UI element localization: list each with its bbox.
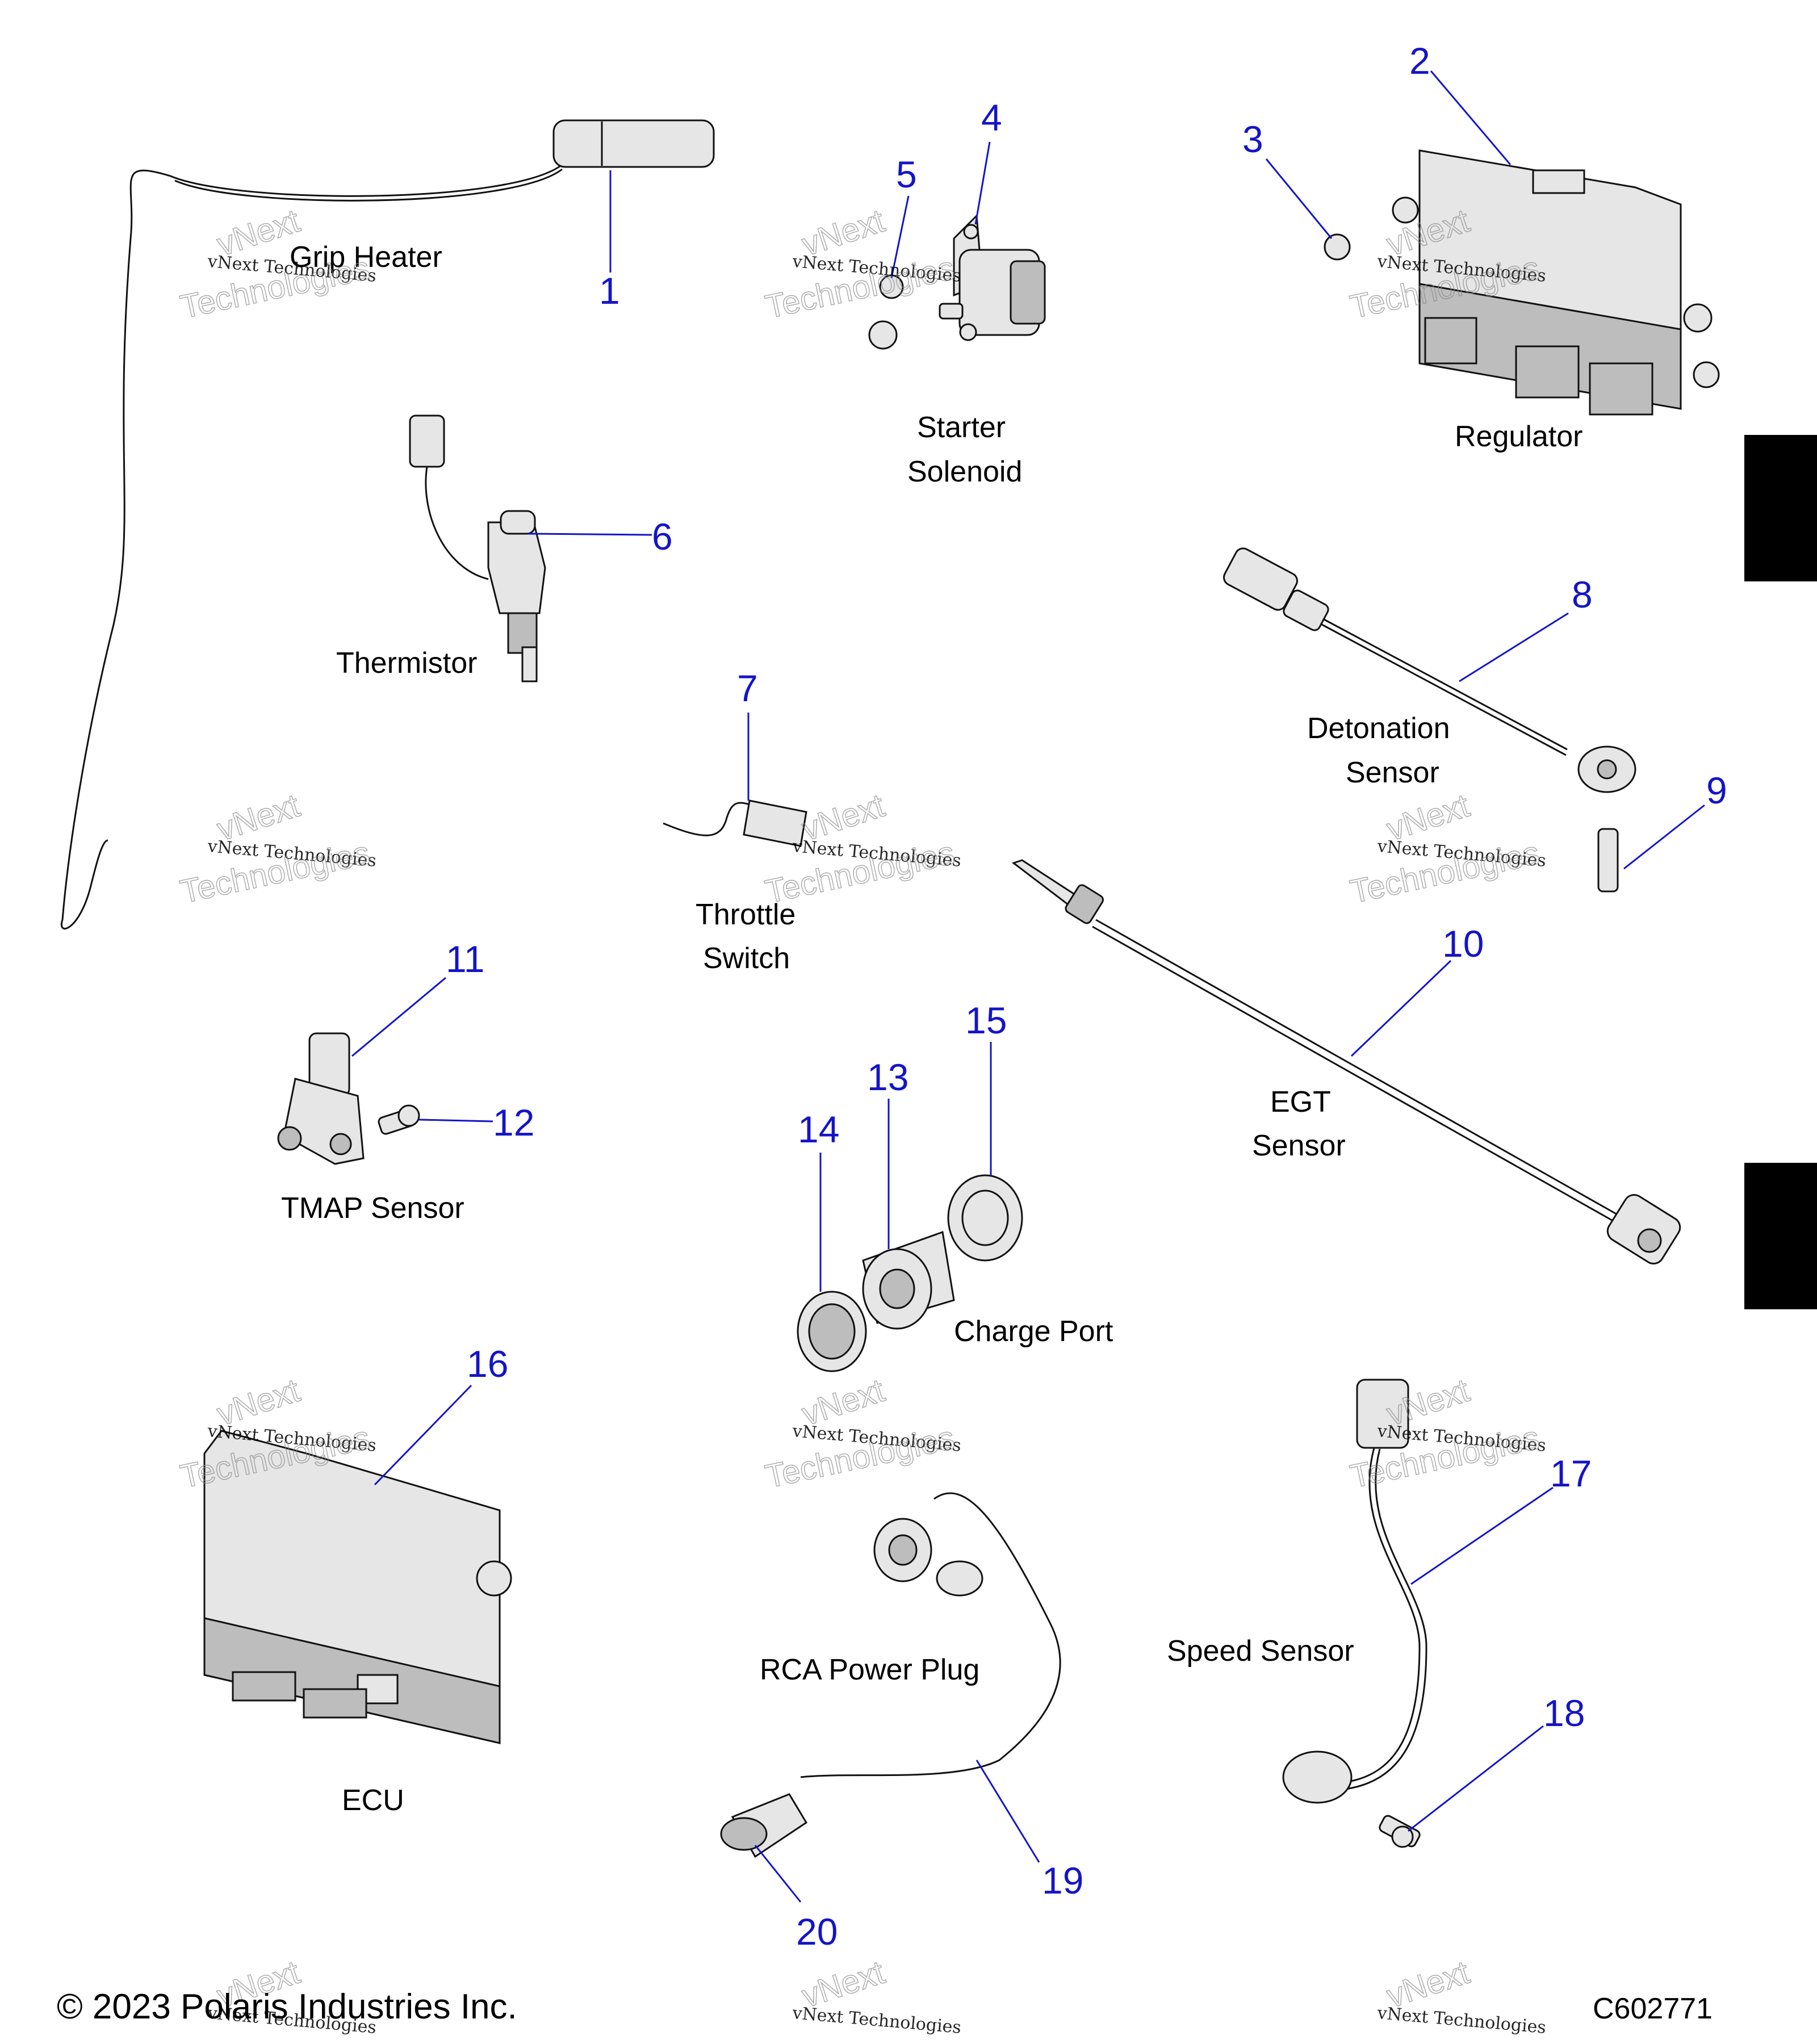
- callout-11: 11: [446, 938, 485, 980]
- tmap-label: TMAP Sensor: [281, 1192, 464, 1225]
- detonation-sensor-part: [1223, 547, 1636, 893]
- page-tab-upper: [1744, 435, 1817, 581]
- callout-10: 10: [1442, 923, 1484, 965]
- watermark: vNext vNext Technologies Technologies: [761, 786, 962, 911]
- callout-9: 9: [1706, 769, 1727, 811]
- regulator-part: [1324, 149, 1720, 416]
- detonation-label-line2: Sensor: [1346, 756, 1439, 789]
- tmap-sensor-part: [277, 1032, 420, 1165]
- speed-label: Speed Sensor: [1167, 1635, 1354, 1668]
- grip-heater-label: Grip Heater: [290, 241, 442, 274]
- ecu-label: ECU: [342, 1784, 404, 1817]
- callout-2: 2: [1409, 40, 1430, 82]
- svg-text:vNext Technologies: vNext Technologies: [791, 2003, 962, 2038]
- charge-port-label: Charge Port: [954, 1315, 1113, 1348]
- callout-14: 14: [798, 1108, 839, 1150]
- detonation-label-line1: Detonation: [1307, 712, 1450, 745]
- callout-5: 5: [896, 153, 917, 195]
- callout-3: 3: [1242, 118, 1263, 160]
- egt-label-line1: EGT: [1270, 1086, 1331, 1119]
- callout-17: 17: [1550, 1452, 1592, 1494]
- callout-8: 8: [1572, 573, 1593, 615]
- thermistor-part: [409, 414, 546, 682]
- rca-label: RCA Power Plug: [760, 1653, 979, 1686]
- speed-sensor-part: [1282, 1379, 1427, 1848]
- starter-solenoid-part: [868, 213, 1046, 350]
- watermark: vNext vNext Technologies Technologies: [177, 202, 377, 326]
- svg-text:vNext Technologies: vNext Technologies: [1376, 2003, 1547, 2038]
- callout-13: 13: [867, 1056, 909, 1098]
- rca-power-plug-part: [720, 1492, 1061, 1858]
- callout-15: 15: [965, 999, 1007, 1041]
- egt-label-line2: Sensor: [1252, 1129, 1346, 1162]
- callout-20: 20: [796, 1911, 838, 1953]
- watermark: vNext vNext Technologies Technologies: [761, 202, 962, 326]
- egt-sensor-part: [1011, 859, 1681, 1265]
- drawing-code: C602771: [1593, 1992, 1713, 2025]
- callout-18: 18: [1543, 1692, 1585, 1734]
- callout-6: 6: [652, 516, 673, 558]
- callout-12: 12: [493, 1101, 534, 1144]
- starter-label-line2: Solenoid: [907, 455, 1022, 488]
- callout-19: 19: [1042, 1859, 1083, 1901]
- callout-16: 16: [467, 1343, 508, 1385]
- watermark: vNext vNext Technologies Technologies: [1346, 786, 1547, 911]
- page-tab-lower: [1744, 1163, 1817, 1309]
- watermark: vNext vNext Technologies: [791, 1953, 962, 2038]
- callout-1: 1: [599, 270, 620, 312]
- callout-4: 4: [981, 97, 1002, 139]
- charge-port-part: [797, 1174, 1023, 1372]
- thermistor-label: Thermistor: [336, 647, 477, 680]
- regulator-label: Regulator: [1455, 420, 1582, 453]
- ecu-part: [203, 1430, 512, 1744]
- watermark: vNext vNext Technologies Technologies: [761, 1371, 962, 1496]
- grip-heater-part: [61, 119, 715, 929]
- watermark: vNext vNext Technologies: [1376, 1953, 1547, 2038]
- throttle-label-line1: Throttle: [696, 898, 796, 931]
- callout-7: 7: [737, 667, 758, 709]
- throttle-switch-part: [663, 799, 807, 847]
- watermark: vNext vNext Technologies Technologies: [177, 786, 377, 911]
- starter-label-line1: Starter: [917, 411, 1006, 444]
- throttle-label-line2: Switch: [703, 942, 790, 975]
- copyright-notice: © 2023 Polaris Industries Inc.: [57, 1987, 517, 2026]
